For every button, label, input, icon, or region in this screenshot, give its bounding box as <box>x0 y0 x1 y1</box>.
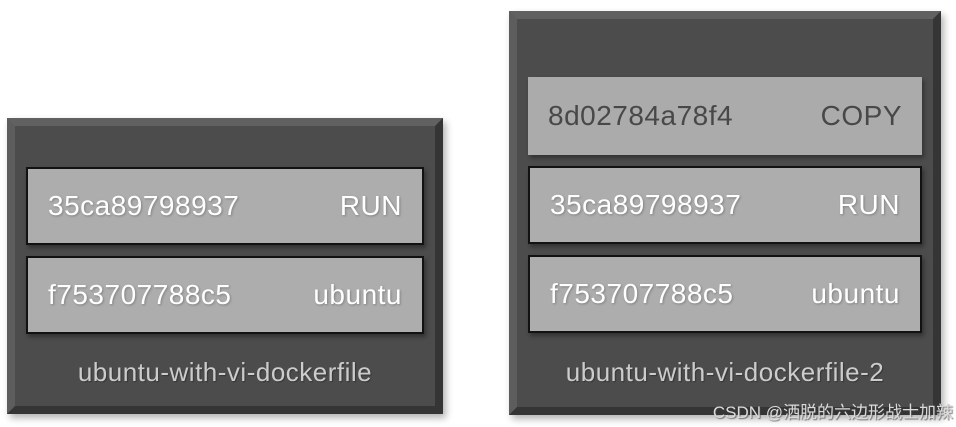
layer-id: 35ca89798937 <box>550 189 742 220</box>
image-name-caption: ubuntu-with-vi-dockerfile-2 <box>565 357 885 387</box>
image-layer: 35ca89798937 RUN <box>26 167 424 245</box>
image-name-caption: ubuntu-with-vi-dockerfile <box>77 357 373 387</box>
image-layer: f753707788c5 ubuntu <box>528 255 922 333</box>
layer-command: RUN <box>339 190 402 221</box>
docker-image-box-2: 8d02784a78f4 COPY 35ca89798937 RUN f7537… <box>509 11 941 415</box>
layer-id: 35ca89798937 <box>48 190 240 221</box>
image-layer: 35ca89798937 RUN <box>528 166 922 244</box>
layer-command: ubuntu <box>811 278 900 309</box>
docker-image-box-1: 35ca89798937 RUN f753707788c5 ubuntu ubu… <box>7 118 443 414</box>
layer-id: f753707788c5 <box>550 278 734 309</box>
layer-id: f753707788c5 <box>48 279 232 310</box>
layer-id: 8d02784a78f4 <box>548 100 734 131</box>
layer-command: COPY <box>820 100 902 131</box>
layer-command: ubuntu <box>313 279 402 310</box>
image-layer: f753707788c5 ubuntu <box>26 256 424 334</box>
layer-command: RUN <box>837 189 900 220</box>
csdn-watermark: CSDN @洒脱的六边形战士加辣 <box>712 403 953 422</box>
image-layer: 8d02784a78f4 COPY <box>528 77 922 155</box>
